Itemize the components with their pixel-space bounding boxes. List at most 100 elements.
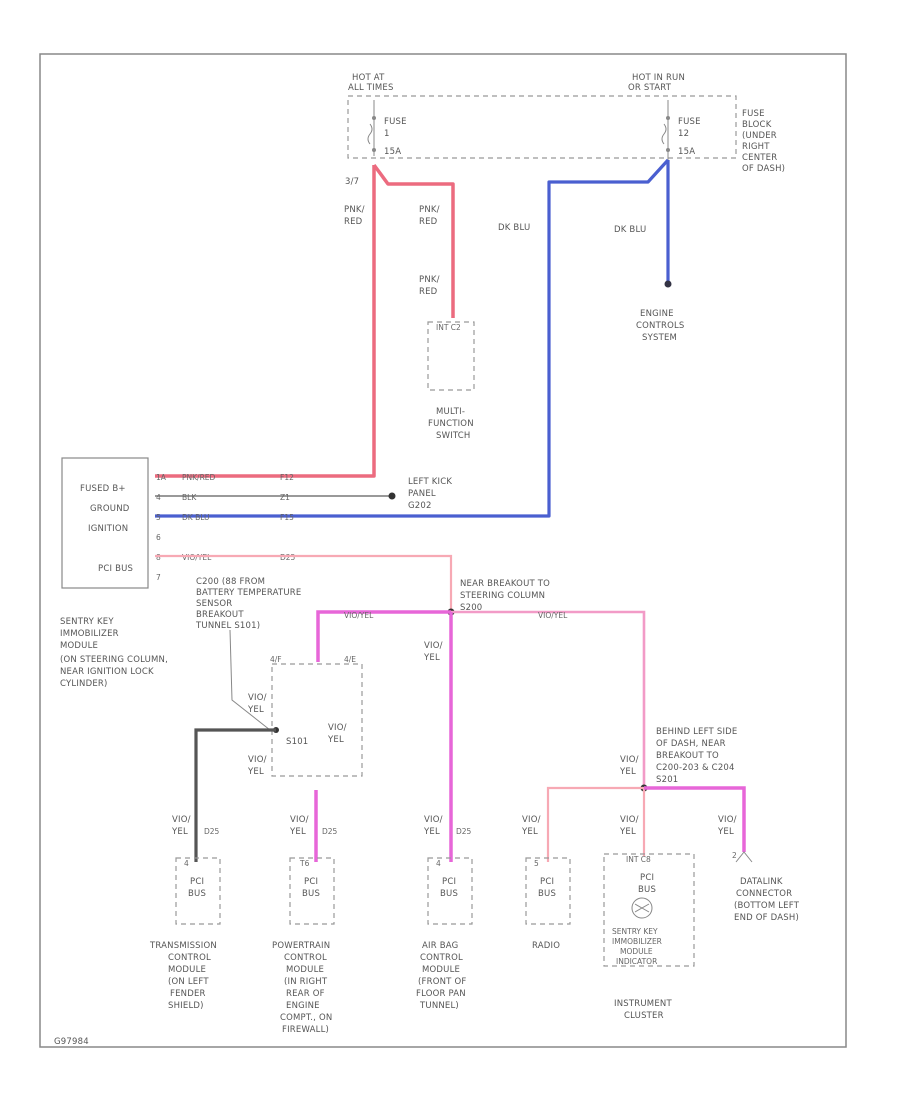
- svg-text:RED: RED: [419, 217, 438, 227]
- instrument-cluster: INT C8 PCI BUS SENTRY KEY IMMOBILIZER MO…: [603, 853, 695, 1021]
- ground-terminal: [388, 492, 396, 500]
- svg-text:(ON LEFT: (ON LEFT: [168, 977, 209, 987]
- svg-text:RADIO: RADIO: [532, 941, 560, 951]
- svg-text:S200: S200: [460, 603, 482, 613]
- svg-text:PCI BUS: PCI BUS: [98, 564, 133, 574]
- svg-text:FUNCTION: FUNCTION: [428, 419, 474, 429]
- svg-text:DK BLU: DK BLU: [498, 223, 530, 233]
- svg-text:3/7: 3/7: [345, 177, 359, 187]
- svg-text:S101: S101: [286, 737, 308, 747]
- c200-leader: [229, 629, 271, 731]
- svg-text:Z1: Z1: [280, 493, 290, 502]
- svg-text:LEFT KICK: LEFT KICK: [408, 477, 452, 487]
- svg-text:2: 2: [732, 851, 737, 860]
- svg-text:FUSE: FUSE: [742, 109, 765, 119]
- wire-pci-bus-tcm: [194, 728, 276, 862]
- svg-text:DK BLU: DK BLU: [182, 513, 210, 522]
- svg-text:VIO/: VIO/: [290, 815, 309, 825]
- svg-text:D25: D25: [204, 827, 220, 836]
- svg-text:1: 1: [384, 129, 390, 139]
- svg-text:ENGINE: ENGINE: [286, 1001, 320, 1011]
- svg-text:BEHIND LEFT SIDE: BEHIND LEFT SIDE: [656, 727, 737, 737]
- svg-text:RIGHT: RIGHT: [742, 142, 770, 152]
- svg-text:C200 (88 FROM: C200 (88 FROM: [196, 577, 265, 587]
- svg-text:YEL: YEL: [619, 827, 636, 837]
- svg-text:IMMOBILIZER: IMMOBILIZER: [612, 937, 662, 946]
- svg-text:BUS: BUS: [188, 889, 206, 899]
- transmission-control-module: 4 PCI BUS TRANSMISSION CONTROL MODULE (O…: [149, 857, 221, 1011]
- svg-text:(BOTTOM LEFT: (BOTTOM LEFT: [734, 901, 800, 911]
- svg-text:FUSE: FUSE: [384, 117, 407, 127]
- svg-text:SENTRY KEY: SENTRY KEY: [60, 617, 114, 627]
- svg-text:MODULE: MODULE: [286, 965, 324, 975]
- svg-text:D25: D25: [322, 827, 338, 836]
- svg-text:CENTER: CENTER: [742, 153, 777, 163]
- fuse-block: HOT AT ALL TIMES HOT IN RUN OR START FUS…: [345, 73, 785, 187]
- svg-text:INSTRUMENT: INSTRUMENT: [614, 999, 672, 1009]
- svg-text:YEL: YEL: [521, 827, 538, 837]
- svg-text:FLOOR PAN: FLOOR PAN: [416, 989, 466, 999]
- svg-text:FUSE: FUSE: [678, 117, 701, 127]
- svg-text:BLK: BLK: [182, 493, 197, 502]
- svg-text:VIO/: VIO/: [620, 815, 639, 825]
- svg-text:MODULE: MODULE: [422, 965, 460, 975]
- svg-text:VIO/: VIO/: [718, 815, 737, 825]
- svg-text:INDICATOR: INDICATOR: [616, 957, 657, 966]
- svg-text:FIREWALL): FIREWALL): [282, 1025, 329, 1035]
- svg-text:VIO/YEL: VIO/YEL: [344, 611, 374, 620]
- svg-text:BREAKOUT TO: BREAKOUT TO: [656, 751, 719, 761]
- svg-text:HOT IN RUN: HOT IN RUN: [632, 73, 685, 83]
- svg-text:MULTI-: MULTI-: [436, 407, 465, 417]
- svg-text:IMMOBILIZER: IMMOBILIZER: [60, 629, 119, 639]
- sentry-key-module: FUSED B+ GROUND IGNITION PCI BUS 1A 4 5 …: [60, 457, 296, 689]
- svg-text:SENSOR: SENSOR: [196, 599, 232, 609]
- multi-function-switch: INT C2 MULTI- FUNCTION SWITCH: [427, 321, 475, 441]
- svg-text:CONTROLS: CONTROLS: [636, 321, 685, 331]
- svg-text:CONTROL: CONTROL: [168, 953, 211, 963]
- svg-text:1A: 1A: [156, 473, 167, 482]
- svg-text:MODULE: MODULE: [620, 947, 653, 956]
- svg-text:VIO/: VIO/: [328, 723, 347, 733]
- svg-text:8: 8: [156, 553, 161, 562]
- svg-text:INT C2: INT C2: [436, 323, 461, 332]
- svg-text:ENGINE: ENGINE: [640, 309, 674, 319]
- powertrain-control-module: T6 PCI BUS POWERTRAIN CONTROL MODULE (IN…: [272, 857, 335, 1035]
- indicator-lamp-icon: [631, 897, 653, 919]
- wire-pci-bus-module: [155, 554, 453, 612]
- svg-text:(IN RIGHT: (IN RIGHT: [284, 977, 328, 987]
- svg-text:GROUND: GROUND: [90, 504, 130, 514]
- air-bag-control-module: 4 PCI BUS AIR BAG CONTROL MODULE (FRONT …: [416, 857, 473, 1011]
- svg-text:PCI: PCI: [640, 873, 654, 883]
- svg-text:YEL: YEL: [717, 827, 734, 837]
- svg-text:BUS: BUS: [638, 885, 656, 895]
- svg-text:S201: S201: [656, 775, 678, 785]
- svg-text:YEL: YEL: [247, 705, 264, 715]
- svg-text:MODULE: MODULE: [60, 641, 98, 651]
- svg-text:YEL: YEL: [423, 653, 440, 663]
- svg-text:BREAKOUT: BREAKOUT: [196, 610, 244, 620]
- svg-text:SYSTEM: SYSTEM: [642, 333, 677, 343]
- svg-text:C200-203 & C204: C200-203 & C204: [656, 763, 735, 773]
- svg-text:FENDER: FENDER: [170, 989, 206, 999]
- svg-text:4/F: 4/F: [270, 655, 282, 664]
- svg-text:INT C8: INT C8: [626, 855, 651, 864]
- diagram-frame: [39, 53, 847, 1048]
- svg-text:OF DASH): OF DASH): [742, 164, 785, 174]
- svg-text:VIO/: VIO/: [424, 815, 443, 825]
- svg-text:RED: RED: [419, 287, 438, 297]
- svg-text:VIO/: VIO/: [172, 815, 191, 825]
- svg-text:VIO/: VIO/: [248, 755, 267, 765]
- svg-text:OF DASH, NEAR: OF DASH, NEAR: [656, 739, 726, 749]
- svg-text:4: 4: [184, 859, 189, 868]
- svg-text:PCI: PCI: [304, 877, 318, 887]
- svg-text:YEL: YEL: [423, 827, 440, 837]
- svg-text:4/E: 4/E: [344, 655, 356, 664]
- svg-text:PNK/: PNK/: [419, 275, 440, 285]
- svg-text:CONTROL: CONTROL: [420, 953, 463, 963]
- svg-text:(ON STEERING COLUMN,: (ON STEERING COLUMN,: [60, 655, 168, 665]
- svg-text:SWITCH: SWITCH: [436, 431, 471, 441]
- svg-text:CLUSTER: CLUSTER: [624, 1011, 664, 1021]
- svg-text:NEAR IGNITION LOCK: NEAR IGNITION LOCK: [60, 667, 154, 677]
- svg-text:4: 4: [156, 493, 161, 502]
- svg-text:HOT AT: HOT AT: [352, 73, 385, 83]
